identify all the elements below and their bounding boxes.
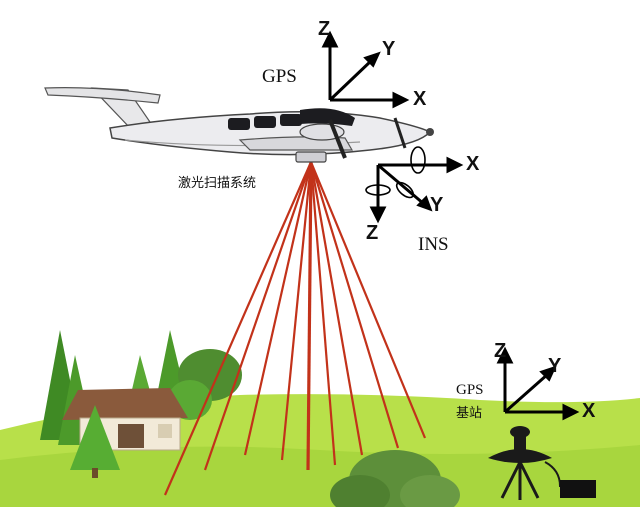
laser-beam (203, 161, 313, 471)
laser-beam (309, 161, 337, 466)
ins-x-axis-label: X (466, 153, 480, 175)
ins-label: INS (418, 234, 449, 255)
ins-y-axis-label: Y (430, 194, 444, 216)
ins-z-axis-label: Z (366, 222, 379, 244)
laser-beam (243, 161, 313, 456)
base-z-axis-label: Z (494, 340, 507, 362)
gps-aircraft-label: GPS (262, 66, 297, 87)
laser-beam (309, 161, 364, 456)
receiver-box-icon (560, 480, 596, 498)
laser-beam (309, 161, 427, 439)
laser-beam (163, 161, 313, 496)
gps-base-antenna-icon (488, 426, 575, 500)
base-axes (496, 346, 580, 421)
ins-axes (369, 156, 464, 224)
gps-z-axis-label: Z (318, 18, 331, 40)
bush-icon (330, 450, 460, 507)
gps-x-axis-label: X (413, 88, 427, 110)
laser-beam (306, 161, 313, 471)
scanner-label: 激光扫描系统 (178, 176, 257, 191)
base-x-axis-label: X (582, 400, 596, 422)
rotation-arrow-icon (365, 146, 426, 199)
laser-beam (309, 161, 400, 449)
base-y-axis-label: Y (548, 355, 562, 377)
gps-y-axis-label: Y (382, 38, 396, 60)
base-station-label: 基站 (456, 406, 483, 421)
base-gps-label: GPS (456, 382, 484, 398)
ground-highlight (0, 445, 640, 507)
laser-beam (280, 161, 313, 461)
gps-axes (321, 30, 410, 109)
tree-icon (70, 405, 120, 478)
house-icon (62, 388, 188, 451)
aircraft-icon (44, 87, 434, 163)
laser-beams (163, 161, 427, 496)
